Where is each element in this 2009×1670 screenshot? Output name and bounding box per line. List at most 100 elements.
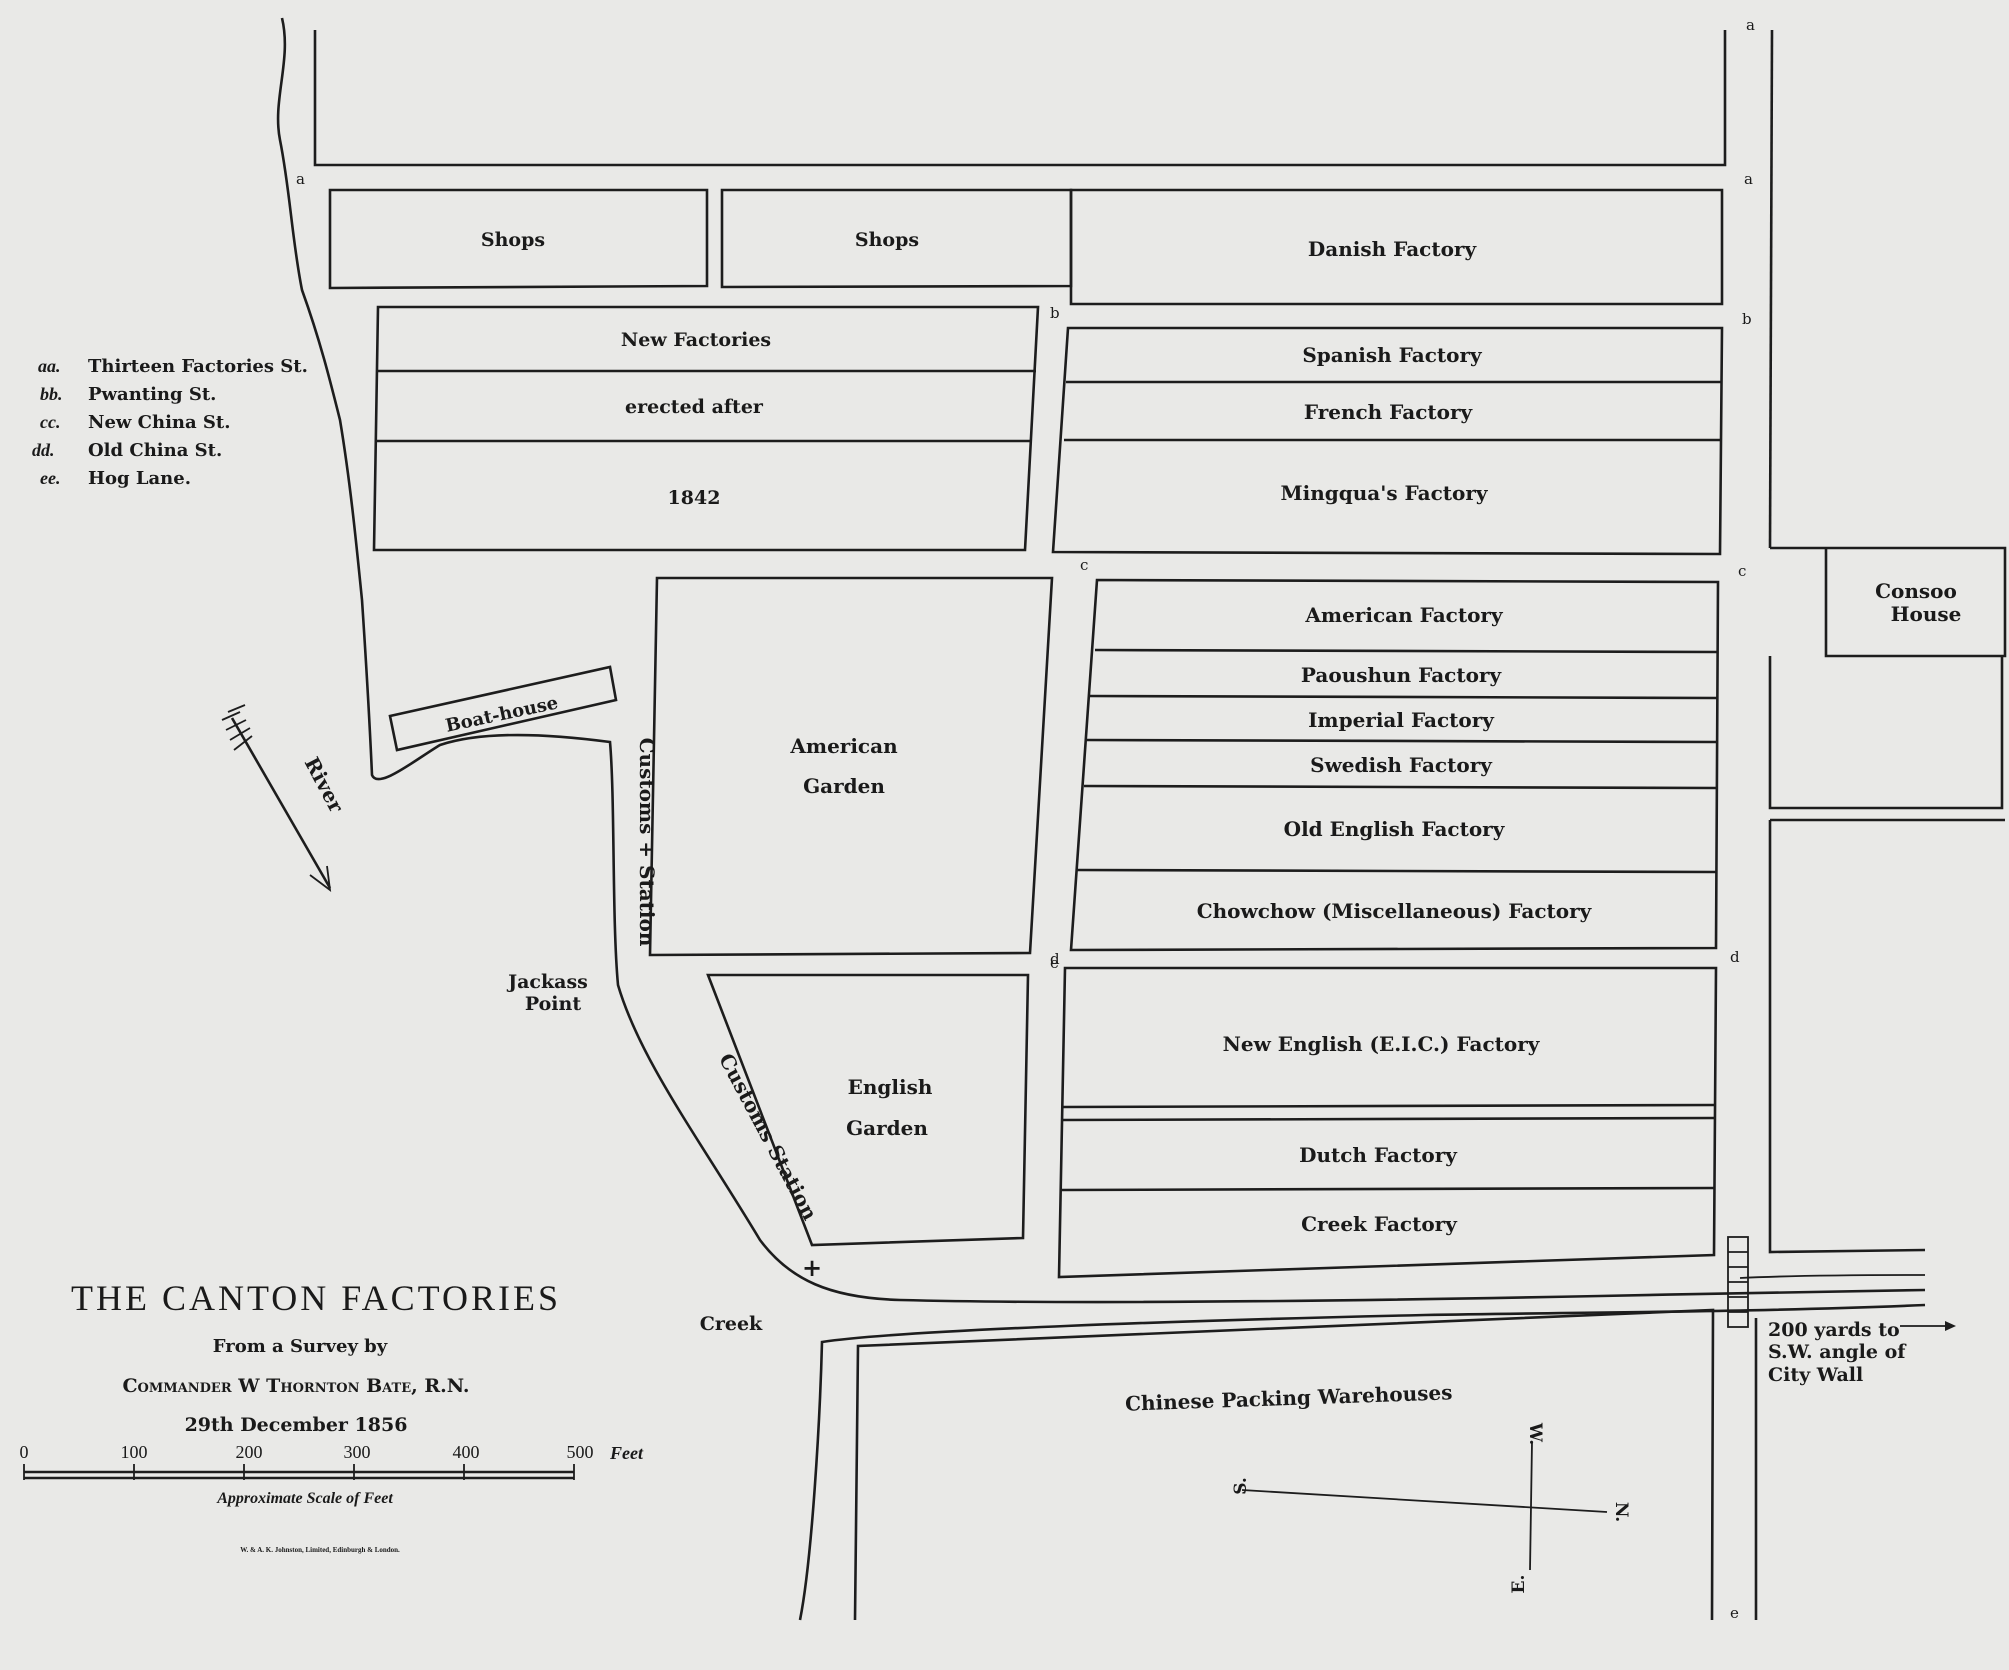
- creek-middle: [1739, 1274, 1926, 1279]
- map-survey-line: From a Survey by: [213, 1336, 388, 1357]
- street-letter-d-1: d: [1050, 950, 1060, 968]
- label-river: River: [300, 753, 349, 817]
- east-block-2: [1768, 820, 1926, 1254]
- scale-tick-500: 500: [567, 1442, 594, 1462]
- label-city-wall-3: City Wall: [1768, 1364, 1863, 1386]
- street-lines: [276, 17, 2007, 1621]
- legend-code-aa: aa.: [38, 356, 61, 376]
- label-dutch-factory: Dutch Factory: [1299, 1143, 1458, 1167]
- legend-name-aa: Thirteen Factories St.: [88, 356, 308, 377]
- legend-code-ee: ee.: [40, 468, 60, 488]
- new-english-to-creek-block: [1057, 966, 1718, 1279]
- legend-code-dd: dd.: [32, 440, 55, 460]
- thirteen-factories-street-right: [1768, 29, 1774, 549]
- legend-name-dd: Old China St.: [88, 440, 222, 461]
- city-wall-arrow: [1900, 1321, 1956, 1331]
- scale-tick-0: 0: [20, 1442, 29, 1462]
- legend-code-cc: cc.: [40, 412, 60, 432]
- street-letter-e-1: e: [1730, 1604, 1739, 1622]
- scale-tick-400: 400: [453, 1442, 480, 1462]
- thirteen-factories-street-top: [313, 30, 1727, 167]
- label-shops-2: Shops: [855, 229, 919, 251]
- compass: W. E. S. N.: [1231, 1422, 1631, 1594]
- scale-tick-300: 300: [344, 1442, 371, 1462]
- label-old-english-factory: Old English Factory: [1284, 817, 1506, 841]
- consoo-house: [1770, 546, 2007, 658]
- bridge: [1727, 1236, 1749, 1328]
- label-customs-station-2: Customs Station: [714, 1049, 822, 1224]
- label-house: House: [1891, 602, 1962, 626]
- legend-name-ee: Hog Lane.: [88, 468, 191, 489]
- block-labels: Shops Shops Danish Factory New Factories…: [444, 229, 1962, 1416]
- map-title: THE CANTON FACTORIES: [71, 1278, 561, 1318]
- legend-code-bb: bb.: [40, 384, 63, 404]
- american-garden-block: [648, 576, 1054, 957]
- scale-unit: Feet: [609, 1443, 644, 1463]
- boat-house: [388, 665, 618, 752]
- east-block-1: [1768, 656, 2004, 810]
- danish-factory-block: [1069, 188, 1724, 306]
- street-letter-a-2: a: [1744, 170, 1753, 188]
- label-swedish-factory: Swedish Factory: [1310, 753, 1493, 777]
- title-block: THE CANTON FACTORIES From a Survey by Co…: [71, 1278, 561, 1436]
- scale-tick-100: 100: [121, 1442, 148, 1462]
- label-french-factory: French Factory: [1304, 400, 1474, 424]
- label-shops-1: Shops: [481, 229, 545, 251]
- label-american-garden-2: Garden: [803, 774, 885, 798]
- label-paoushun-factory: Paoushun Factory: [1301, 663, 1503, 687]
- river-bank: [276, 17, 1926, 1304]
- english-garden-block: [706, 973, 1030, 1247]
- new-factories-block: [372, 305, 1040, 552]
- label-point: Point: [525, 993, 581, 1015]
- label-creek-factory: Creek Factory: [1301, 1212, 1458, 1236]
- street-letter-c-2: c: [1738, 562, 1746, 580]
- river-flow-arrow: [221, 704, 332, 892]
- compass-e: E.: [1509, 1575, 1529, 1594]
- label-erected-after: erected after: [625, 396, 764, 418]
- street-letter-d-2: d: [1730, 948, 1740, 966]
- label-chowchow-factory: Chowchow (Miscellaneous) Factory: [1197, 899, 1593, 923]
- legend-name-bb: Pwanting St.: [88, 384, 216, 405]
- label-new-english-factory: New English (E.I.C.) Factory: [1223, 1032, 1541, 1056]
- label-new-factories: New Factories: [621, 329, 771, 351]
- building-blocks: [328, 188, 1724, 1279]
- street-letter-c-1: c: [1080, 556, 1088, 574]
- street-legend: aa. Thirteen Factories St. bb. Pwanting …: [32, 356, 308, 489]
- street-letters: a a a b b c c d d e e: [296, 16, 1755, 1622]
- label-warehouses: Chinese Packing Warehouses: [1125, 1380, 1453, 1415]
- american-to-chowchow-block: [1069, 578, 1720, 952]
- compass-w: W.: [1525, 1422, 1545, 1445]
- map-author: Commander W Thornton Bate, R.N.: [122, 1375, 469, 1397]
- street-letter-e-2: e: [1050, 954, 1059, 972]
- scale-bar: 0 100 200 300 400 500 Feet Approximate S…: [20, 1442, 644, 1554]
- label-customs-station-1: Customs + Station: [635, 738, 659, 947]
- label-creek: Creek: [700, 1313, 763, 1335]
- label-city-wall-2: S.W. angle of: [1768, 1341, 1907, 1363]
- compass-n: N.: [1611, 1502, 1631, 1522]
- label-customs-cross: +: [802, 1253, 822, 1282]
- label-1842: 1842: [668, 487, 721, 509]
- spanish-mingqua-block: [1051, 326, 1724, 556]
- street-letter-b-2: b: [1742, 310, 1752, 328]
- label-city-wall-1: 200 yards to: [1768, 1319, 1900, 1341]
- warehouse-block: [853, 1308, 1715, 1621]
- label-american-factory: American Factory: [1304, 603, 1504, 627]
- shops-block-1: [328, 188, 709, 290]
- legend-name-cc: New China St.: [88, 412, 231, 433]
- label-jackass: Jackass: [506, 971, 588, 993]
- label-american-garden-1: American: [789, 734, 898, 758]
- compass-s: S.: [1231, 1477, 1251, 1495]
- scale-caption: Approximate Scale of Feet: [216, 1490, 393, 1507]
- scale-tick-200: 200: [236, 1442, 263, 1462]
- label-mingqua-factory: Mingqua's Factory: [1280, 481, 1488, 505]
- map-date: 29th December 1856: [185, 1414, 408, 1436]
- street-letter-a-3: a: [296, 170, 305, 188]
- label-imperial-factory: Imperial Factory: [1308, 708, 1495, 732]
- label-spanish-factory: Spanish Factory: [1302, 343, 1483, 367]
- label-danish-factory: Danish Factory: [1308, 237, 1478, 261]
- street-letter-b-1: b: [1050, 304, 1060, 322]
- publisher-imprint: W. & A. K. Johnston, Limited, Edinburgh …: [240, 1546, 400, 1554]
- label-consoo: Consoo: [1875, 579, 1957, 603]
- label-english-garden-2: Garden: [846, 1116, 928, 1140]
